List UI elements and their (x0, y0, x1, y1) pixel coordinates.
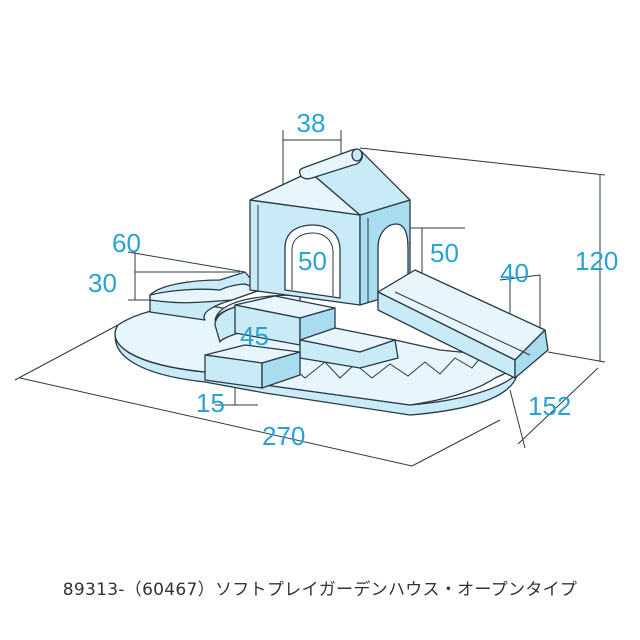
dim-total-height: 120 (575, 246, 618, 276)
dim-step-height: 30 (88, 268, 117, 298)
dim-side-height: 50 (430, 238, 459, 268)
dim-mat-height: 60 (112, 228, 141, 258)
front-block (204, 344, 301, 389)
dim-arch-height: 50 (298, 246, 327, 276)
product-caption: 89313-（60467）ソフトプレイガーデンハウス・オープンタイプ (62, 580, 578, 600)
dim-block-width: 45 (240, 321, 269, 351)
tower (249, 148, 411, 306)
dim-tower-width: 38 (297, 108, 326, 138)
slide (377, 269, 549, 379)
dim-block-height: 15 (196, 388, 225, 418)
dim-total-width: 270 (262, 421, 305, 451)
dim-total-depth: 152 (528, 391, 571, 421)
product-dimension-drawing: 38 60 30 50 50 40 120 45 15 270 152 (14, 108, 618, 467)
left-step (149, 271, 261, 321)
steps-block (234, 295, 399, 369)
dim-slide-width: 40 (500, 258, 529, 288)
